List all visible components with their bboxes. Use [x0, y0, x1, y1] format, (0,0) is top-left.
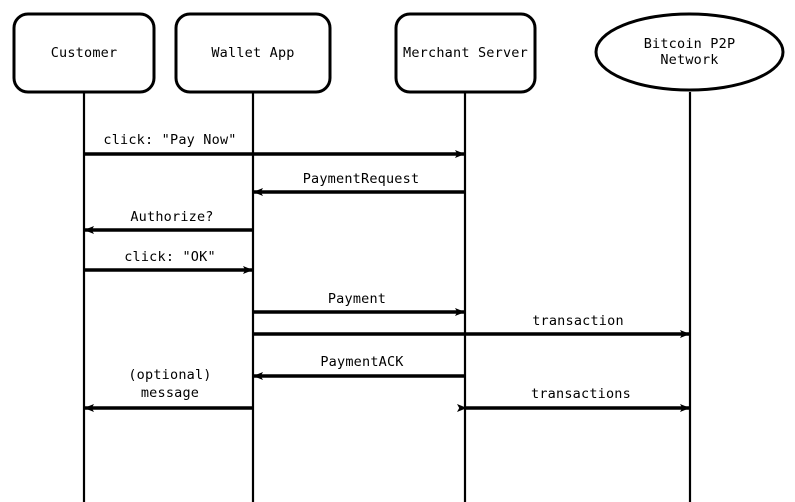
messages-layer: click: "Pay Now" PaymentRequestAuthorize?… — [84, 132, 690, 412]
participant-merchant[interactable]: Merchant Server — [394, 12, 537, 502]
message-m9[interactable]: transactions — [457, 386, 690, 412]
message-m1[interactable]: click: "Pay Now" — [84, 132, 465, 158]
message-label-m8: (optional)message — [128, 367, 211, 401]
message-label-m2: PaymentRequest — [303, 171, 420, 187]
message-label-m6: transaction — [532, 313, 624, 329]
message-label-m7: PaymentACK — [320, 354, 404, 370]
message-m2[interactable]: PaymentRequest — [253, 171, 465, 196]
participant-shape-ellipse — [594, 12, 785, 92]
participant-wallet[interactable]: Wallet App — [174, 12, 332, 502]
participant-label-customer: Customer — [51, 45, 118, 61]
message-label-m1: click: "Pay Now" — [103, 132, 236, 148]
message-m3[interactable]: Authorize? — [84, 209, 253, 234]
message-label-m9: transactions — [531, 386, 631, 402]
participants-layer: Customer Wallet App Merchant Server Bitcoin… — [12, 12, 785, 502]
message-label-m5: Payment — [328, 291, 386, 307]
message-label-m3: Authorize? — [130, 209, 213, 225]
participant-label-merchant: Merchant Server — [403, 45, 528, 61]
message-m8[interactable]: (optional)message — [84, 367, 253, 412]
message-m5[interactable]: Payment — [253, 291, 465, 316]
participant-label-wallet: Wallet App — [211, 45, 294, 61]
message-m6[interactable]: transaction — [253, 313, 690, 338]
message-label-m4: click: "OK" — [124, 249, 216, 265]
message-m7[interactable]: PaymentACK — [253, 354, 465, 380]
message-m4[interactable]: click: "OK" — [84, 249, 253, 274]
participant-customer[interactable]: Customer — [12, 12, 156, 502]
